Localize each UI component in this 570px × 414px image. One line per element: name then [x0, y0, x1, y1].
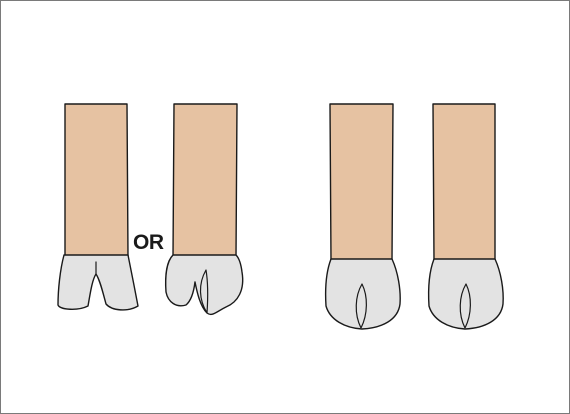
leg-with-irregular-hoof-icon	[166, 104, 243, 314]
leg-shaft	[65, 104, 128, 257]
or-label: OR	[133, 231, 164, 254]
leg-with-splayed-hoof-icon	[58, 104, 138, 310]
leg-with-normal-hoof-icon	[326, 104, 401, 329]
leg-shaft	[433, 104, 495, 261]
leg-with-normal-hoof-icon	[429, 104, 504, 329]
leg-shaft	[330, 104, 393, 261]
splayed-hoof	[58, 255, 138, 310]
leg-shaft	[173, 104, 237, 257]
